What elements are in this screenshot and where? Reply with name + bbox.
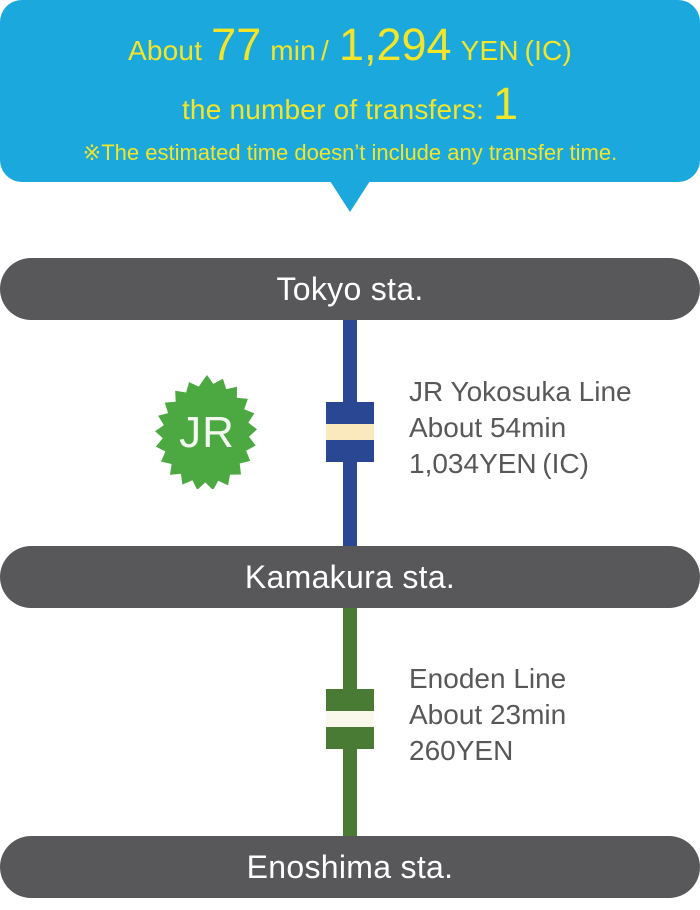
marker-segment-bottom bbox=[326, 440, 374, 462]
leg-info-jr-yokosuka: JR Yokosuka Line About 54min 1,034YEN (I… bbox=[409, 374, 632, 481]
station-name-label: Enoshima sta. bbox=[246, 849, 454, 885]
train-marker-jr-yokosuka bbox=[326, 402, 374, 462]
marker-segment-top bbox=[326, 689, 374, 711]
starburst-icon: JR bbox=[155, 375, 257, 489]
fare-unit-label: YEN (IC) bbox=[460, 35, 572, 66]
total-duration-value: 77 bbox=[211, 19, 262, 70]
about-label: About bbox=[128, 35, 203, 66]
leg-fare: 1,034YEN (IC) bbox=[409, 447, 589, 479]
marker-segment-top bbox=[326, 402, 374, 424]
transfers-count-value: 1 bbox=[493, 78, 519, 129]
marker-segment-bottom bbox=[326, 727, 374, 749]
leg-fare: 260YEN bbox=[409, 734, 514, 766]
station-name-label: Kamakura sta. bbox=[244, 559, 456, 595]
summary-separator: / bbox=[320, 35, 329, 66]
summary-time-fare-line: About 77 min / 1,294 YEN (IC) bbox=[128, 22, 572, 67]
station-name-label: Tokyo sta. bbox=[276, 271, 424, 307]
marker-window-band bbox=[326, 711, 374, 727]
summary-transfers-line: the number of transfers: 1 bbox=[182, 81, 518, 126]
bubble-tail-pointer bbox=[330, 181, 370, 212]
station-bar-tokyo: Tokyo sta. bbox=[0, 258, 700, 320]
train-marker-enoden bbox=[326, 689, 374, 749]
jr-badge-label: JR bbox=[179, 408, 235, 457]
leg-duration: About 54min bbox=[409, 411, 567, 443]
estimated-time-note: ※The estimated time doesn’t include any … bbox=[82, 140, 618, 165]
transfers-label: the number of transfers: bbox=[181, 94, 485, 125]
leg-duration: About 23min bbox=[409, 698, 567, 730]
leg-line-name: Enoden Line bbox=[409, 663, 567, 694]
total-fare-value: 1,294 bbox=[338, 19, 452, 70]
route-summary-bubble: About 77 min / 1,294 YEN (IC) the number… bbox=[0, 0, 700, 182]
jr-operator-badge: JR bbox=[150, 375, 264, 489]
duration-unit-label: min bbox=[270, 35, 316, 66]
leg-line-name: JR Yokosuka Line bbox=[409, 376, 632, 407]
station-bar-kamakura: Kamakura sta. bbox=[0, 546, 700, 608]
station-bar-enoshima: Enoshima sta. bbox=[0, 836, 700, 898]
leg-info-enoden: Enoden Line About 23min 260YEN bbox=[409, 661, 566, 768]
marker-window-band bbox=[326, 424, 374, 440]
